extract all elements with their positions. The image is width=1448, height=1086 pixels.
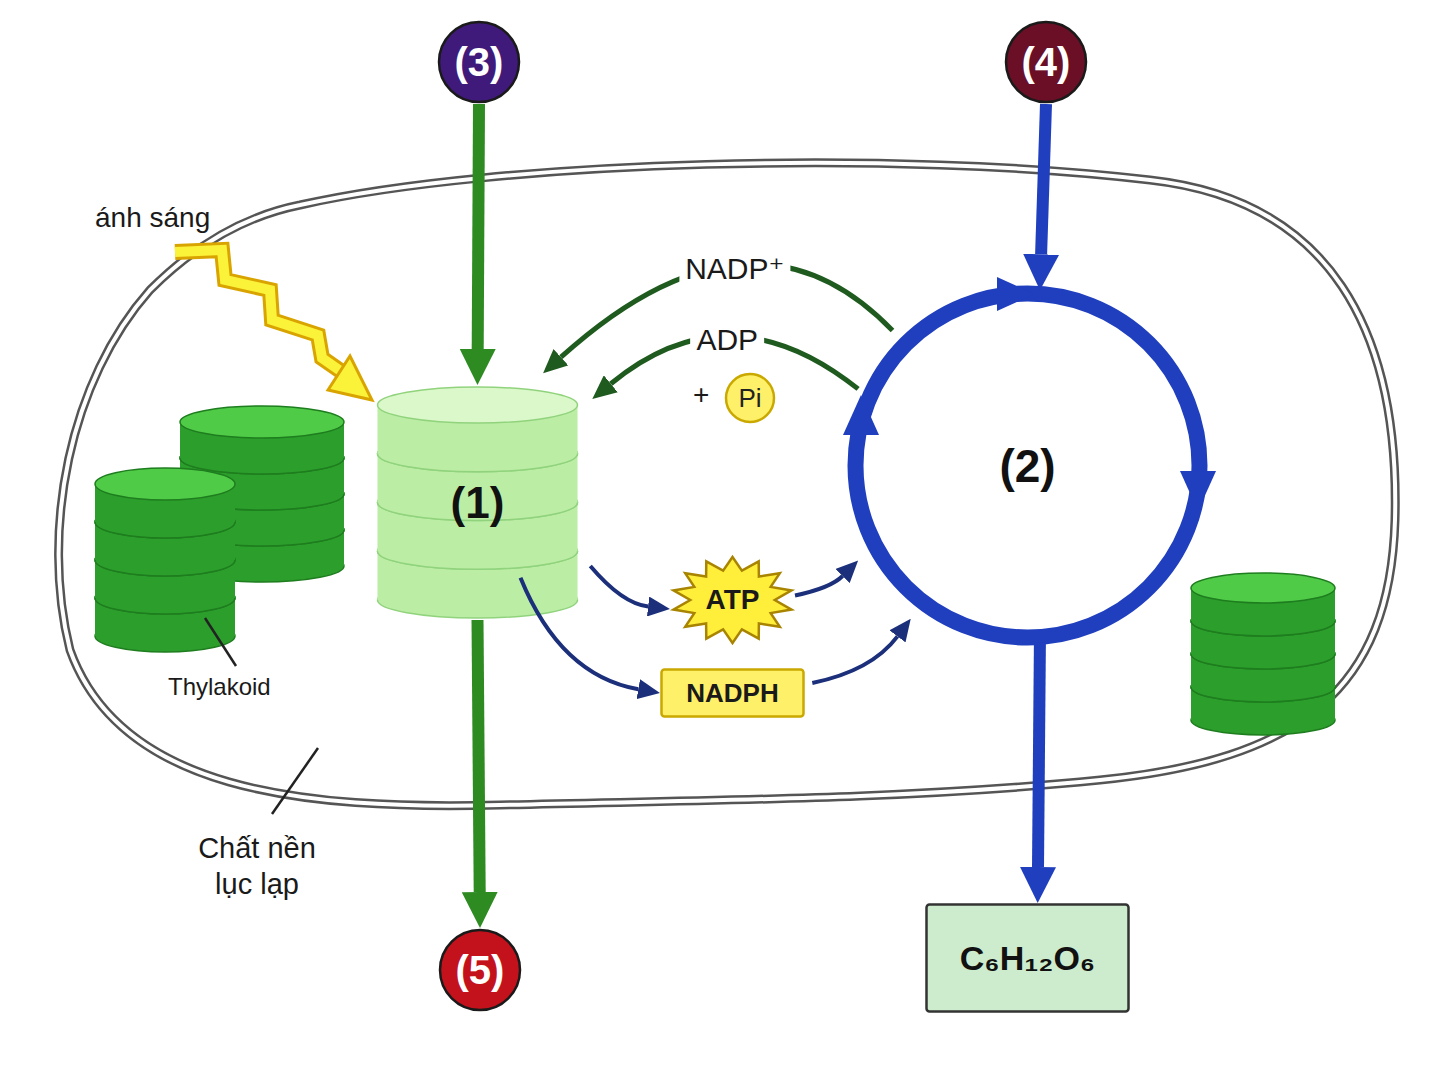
node-text: (4) bbox=[1022, 40, 1071, 85]
part-label: Thylakoid bbox=[168, 672, 271, 702]
thylakoid-stacks bbox=[95, 406, 1335, 735]
cycle-ring bbox=[856, 294, 1200, 638]
node-text: (2) bbox=[999, 439, 1055, 493]
disc-top bbox=[180, 406, 344, 438]
callout-circle: (4) bbox=[1004, 20, 1088, 104]
stack-discs bbox=[378, 387, 578, 618]
nadph-box: NADPH bbox=[660, 668, 805, 718]
calvin-cycle: (2) bbox=[845, 283, 1210, 648]
cycle-arrowhead bbox=[997, 277, 1035, 311]
box-outline bbox=[927, 905, 1129, 1012]
flow-arrow bbox=[812, 636, 897, 683]
plus-sign: + bbox=[693, 377, 709, 412]
light-bolt-head bbox=[328, 356, 372, 400]
leader-line bbox=[205, 618, 236, 666]
flow-arrow bbox=[478, 620, 480, 892]
disc-top bbox=[95, 468, 235, 500]
node-text: (5) bbox=[456, 948, 505, 993]
node-text: (1) bbox=[451, 478, 505, 528]
callout-circle: (3) bbox=[437, 20, 521, 104]
flow-arrow bbox=[521, 578, 639, 690]
edge-label: NADP⁺ bbox=[679, 251, 790, 286]
circle-outline bbox=[439, 22, 519, 102]
phosphate-circle: Pi bbox=[724, 372, 776, 424]
light-bolt bbox=[175, 250, 342, 372]
node-text: NADPH bbox=[686, 678, 778, 709]
light-label: ánh sáng bbox=[95, 200, 210, 235]
disc-top bbox=[1191, 573, 1335, 603]
flow-arrow bbox=[478, 104, 479, 349]
circle-outline bbox=[440, 930, 520, 1010]
cycle-arrowhead bbox=[1180, 471, 1216, 511]
atp-burst: ATP bbox=[670, 555, 795, 645]
part-label: Chất nền lục lạp bbox=[188, 830, 326, 903]
star-outline bbox=[674, 557, 792, 643]
chloroplast-membrane-inner bbox=[59, 163, 1396, 806]
grana-stack: (1) bbox=[375, 385, 580, 620]
leader-line bbox=[272, 748, 318, 814]
node-text: ATP bbox=[706, 584, 760, 616]
light-bolt-outline bbox=[175, 250, 342, 372]
node-text: (3) bbox=[455, 40, 504, 85]
disc-top bbox=[378, 387, 578, 423]
flow-arrow bbox=[590, 566, 648, 607]
glucose-box: C₆H₁₂O₆ bbox=[925, 903, 1130, 1013]
node-text: C₆H₁₂O₆ bbox=[960, 939, 1096, 978]
box-outline bbox=[662, 670, 804, 717]
flow-arrow bbox=[1041, 104, 1046, 254]
cycle-arrowhead bbox=[843, 395, 879, 435]
flow-arrow bbox=[1038, 643, 1040, 868]
node-text: Pi bbox=[738, 383, 761, 414]
flow-arrow bbox=[795, 576, 843, 596]
circle-outline bbox=[726, 374, 774, 422]
edge-label: ADP bbox=[690, 323, 764, 357]
circle-outline bbox=[1006, 22, 1086, 102]
chloroplast-membrane bbox=[59, 163, 1396, 806]
callout-circle: (5) bbox=[438, 928, 522, 1012]
